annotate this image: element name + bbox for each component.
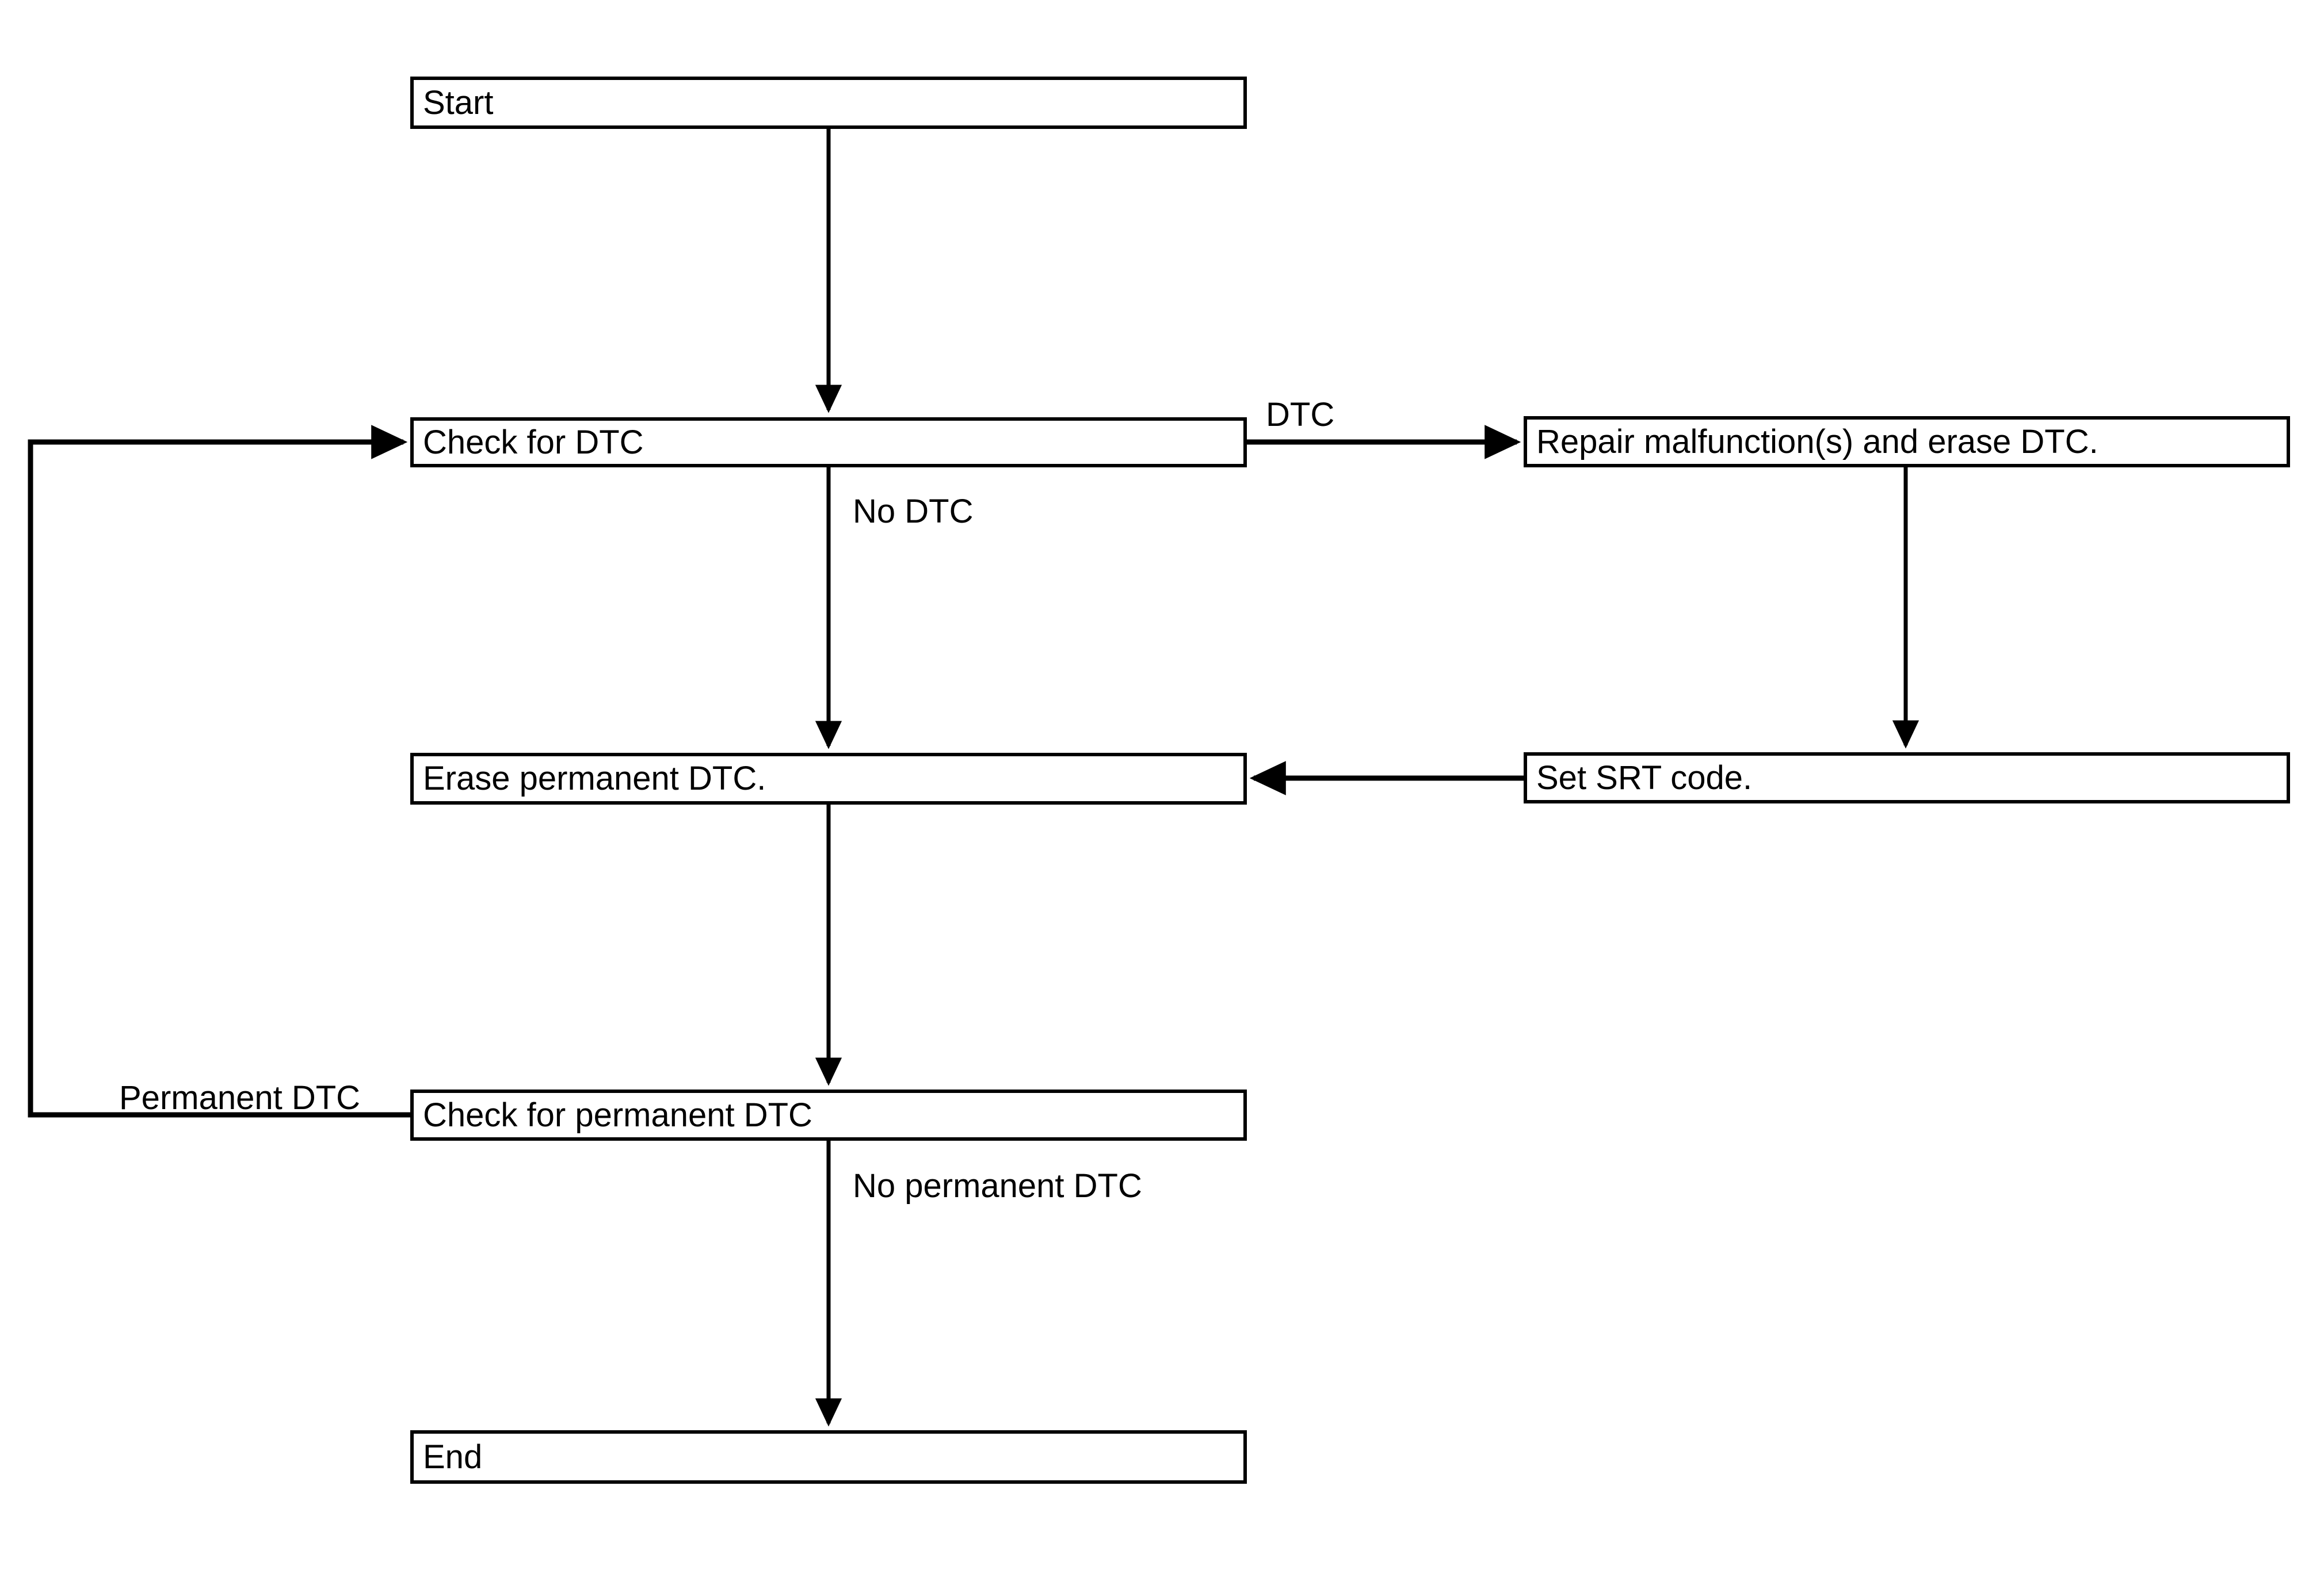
node-check-for-permanent-dtc-label: Check for permanent DTC [423, 1096, 812, 1134]
node-check-for-dtc-label: Check for DTC [423, 423, 644, 461]
node-check-for-dtc[interactable]: Check for DTC [410, 417, 1247, 467]
node-repair-malfunctions-label: Repair malfunction(s) and erase DTC. [1536, 422, 2098, 460]
node-start-label: Start [423, 83, 494, 121]
edge-label-dtc: DTC [1266, 396, 1335, 433]
node-set-srt-code-label: Set SRT code. [1536, 759, 1753, 797]
node-erase-permanent-dtc[interactable]: Erase permanent DTC. [410, 753, 1247, 805]
edge-check-perm-loop-to-check-dtc [28, 425, 410, 1118]
edge-label-no-permanent-dtc: No permanent DTC [853, 1167, 1142, 1205]
node-set-srt-code[interactable]: Set SRT code. [1524, 752, 2290, 803]
node-end-label: End [423, 1438, 483, 1476]
node-erase-permanent-dtc-label: Erase permanent DTC. [423, 760, 766, 797]
edge-label-no-dtc: No DTC [853, 493, 974, 530]
node-start[interactable]: Start [410, 77, 1247, 129]
node-end[interactable]: End [410, 1430, 1247, 1484]
edge-label-permanent-dtc: Permanent DTC [119, 1079, 361, 1117]
node-check-for-permanent-dtc[interactable]: Check for permanent DTC [410, 1090, 1247, 1141]
node-repair-malfunctions[interactable]: Repair malfunction(s) and erase DTC. [1524, 416, 2290, 467]
